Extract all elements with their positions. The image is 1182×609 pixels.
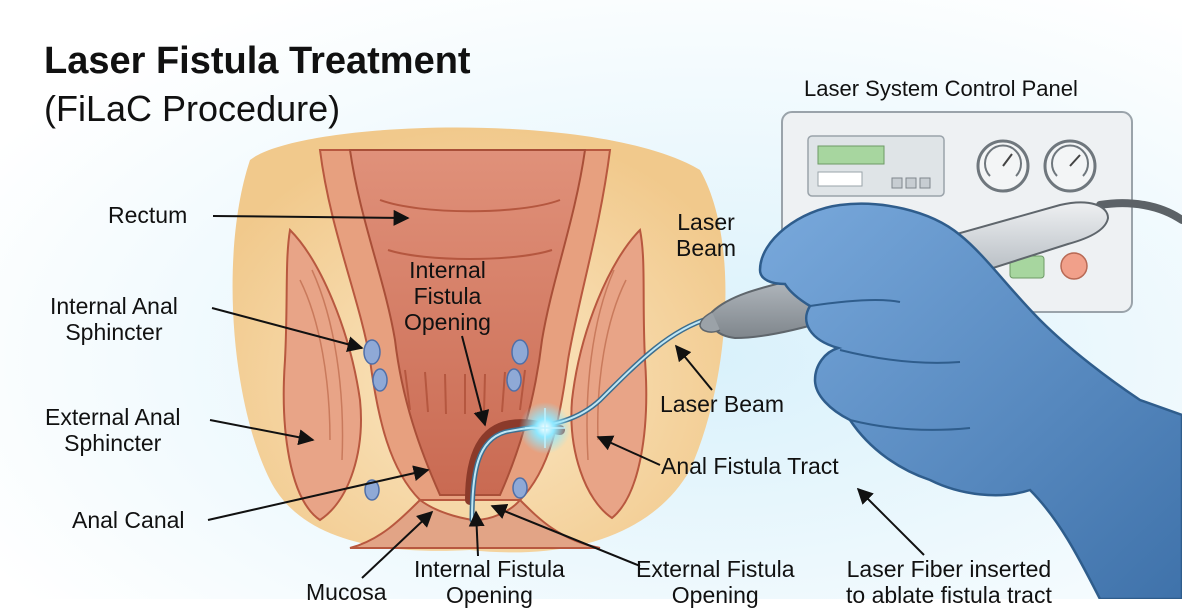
label-laser-beam-top-line1: Laser	[677, 209, 735, 235]
arrow-laser-beam	[674, 344, 713, 391]
label-external-sphincter-line2: Sphincter	[64, 430, 162, 457]
glove-finger-lines	[809, 298, 971, 431]
label-laser-beam-top: Laser Beam	[676, 209, 736, 262]
label-internal-sphincter: Internal Anal Sphincter	[50, 293, 178, 346]
arrow-fistula-tract	[596, 435, 661, 466]
label-anal-canal: Anal Canal	[72, 507, 185, 533]
arrow-internal-opening-bottom	[468, 510, 485, 557]
label-internal-opening-bottom: Internal Fistula Opening	[414, 556, 565, 609]
arrow-mucosa	[361, 510, 434, 579]
label-laser-fiber-line1: Laser Fiber inserted	[846, 556, 1052, 582]
device-cable	[1096, 199, 1182, 224]
page-title: Laser Fistula Treatment	[44, 40, 471, 82]
label-internal-opening-top-line3: Opening	[404, 308, 491, 335]
label-internal-opening-bottom-line2: Opening	[445, 582, 533, 609]
label-laser-beam-top-line2: Beam	[676, 235, 737, 262]
label-laser-fiber: Laser Fiber inserted to ablate fistula t…	[846, 556, 1052, 609]
rectal-folds	[379, 199, 561, 415]
arrow-anal-canal	[207, 465, 430, 521]
label-control-panel: Laser System Control Panel	[804, 76, 1078, 101]
label-rectum: Rectum	[108, 202, 188, 228]
label-external-sphincter-line1: External Anal	[45, 404, 181, 430]
arrow-external-opening	[490, 503, 641, 567]
label-internal-sphincter-line1: Internal Anal	[50, 293, 178, 319]
label-laser-beam: Laser Beam	[660, 391, 785, 417]
laser-sparkle	[525, 408, 565, 448]
label-internal-opening-bottom-line1: Internal Fistula	[414, 556, 565, 582]
arrow-internal-sphincter	[211, 307, 364, 353]
page-subtitle: (FiLaC Procedure)	[44, 88, 341, 129]
label-internal-opening-top: Internal Fistula Opening	[404, 257, 491, 335]
pointer-lines	[207, 209, 925, 579]
label-internal-opening-top-line1: Internal	[409, 257, 486, 283]
external-sphincter-right	[570, 227, 648, 520]
gloved-hand	[758, 202, 1182, 599]
label-external-opening: External Fistula Opening	[636, 556, 795, 609]
label-fistula-tract: Anal Fistula Tract	[661, 453, 839, 479]
arrow-rectum	[212, 209, 410, 226]
arrow-laser-fiber	[856, 487, 925, 556]
label-external-opening-line2: Opening	[671, 582, 759, 609]
label-laser-fiber-line2: to ablate fistula tract	[846, 582, 1052, 609]
label-internal-sphincter-line2: Sphincter	[65, 319, 163, 346]
external-sphincter-left	[282, 227, 362, 522]
label-external-sphincter: External Anal Sphincter	[45, 404, 181, 457]
label-external-opening-line1: External Fistula	[636, 556, 795, 582]
arrow-internal-opening-top	[461, 335, 490, 427]
label-internal-opening-top-line2: Fistula	[413, 282, 482, 309]
vessels	[363, 339, 529, 501]
arrow-external-sphincter	[209, 419, 315, 446]
muscle-striations	[299, 269, 627, 461]
label-mucosa: Mucosa	[306, 579, 387, 605]
